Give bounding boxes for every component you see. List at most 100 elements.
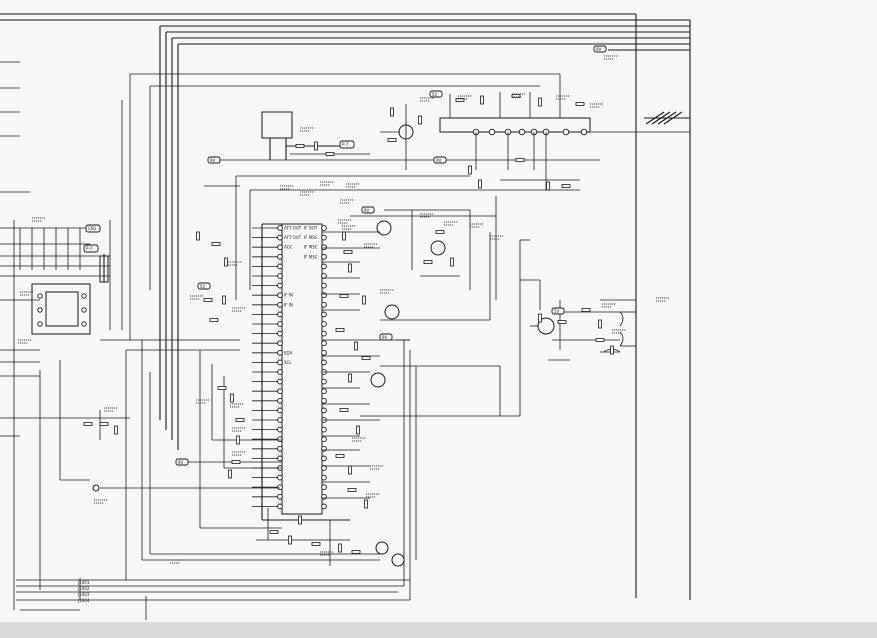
ic-pin-right (321, 225, 327, 231)
ic-pin-right (321, 455, 327, 462)
sync-section (322, 196, 530, 600)
resistor-symbol (339, 408, 349, 412)
power-tag-text: 9V (436, 158, 442, 163)
power-tag-9v-e: 9V (175, 458, 189, 466)
capacitor-symbol (364, 499, 368, 509)
ic-pin-name: IF IN (284, 302, 293, 307)
power-tag-9v-d: 9V (379, 333, 393, 341)
resistor-symbol (581, 308, 591, 312)
resistor-symbol (230, 393, 234, 403)
resistor-symbol (575, 102, 585, 106)
ic-pin-name: IF MSC (304, 235, 318, 240)
capacitor-symbol (598, 319, 602, 329)
ic-pin-right (321, 330, 327, 337)
resistor-symbol (480, 95, 484, 105)
resistor-symbol (288, 535, 292, 545)
ic-pin-name: AFT OUT (284, 235, 302, 240)
components (83, 94, 614, 554)
ic-pin-right (321, 484, 327, 491)
input-network (19, 73, 560, 580)
ic-pin-name: IF OUT (304, 226, 318, 231)
connector-tag-p7-a: P-7 (339, 140, 355, 149)
ic-pin-right (321, 503, 327, 510)
capacitor-symbol (423, 260, 433, 264)
resistor-symbol (595, 338, 605, 342)
ic-pin-right (321, 407, 327, 414)
footer-label: J1001 (77, 580, 90, 585)
footer-label: J1004 (77, 598, 90, 603)
resistor-symbol (610, 345, 614, 355)
ic-pin-right (321, 234, 327, 241)
resistor-symbol (468, 165, 472, 175)
ic-pin-name: IF IN (284, 293, 293, 298)
power-tag-text: 5V (554, 309, 560, 314)
capacitor-symbol (348, 373, 352, 383)
resistor-symbol (222, 295, 226, 305)
connector-tag-p7-b: P-7 (83, 244, 99, 253)
resistor-symbol (311, 542, 321, 546)
footer-label: J1003 (77, 592, 90, 597)
ic-pin-right (321, 474, 327, 481)
capacitor-symbol (335, 454, 345, 458)
ic-pin-name: SCL (284, 360, 292, 365)
resistor-symbol (114, 425, 118, 435)
ic-pin-right (321, 426, 327, 433)
resistor-symbol (362, 295, 366, 305)
capacitor-symbol (390, 107, 394, 117)
resistor-symbol (342, 231, 346, 241)
capacitor-symbol (557, 320, 567, 324)
connector-tag-text: P-7 (86, 246, 93, 251)
power-tag-9v-top: 9V (593, 45, 607, 53)
resistor-symbol (354, 341, 358, 351)
ic-pin-name: IF MSC (304, 245, 318, 250)
resistor-symbol (561, 184, 571, 188)
resistor-symbol (235, 418, 245, 422)
power-tag-5v: 5V (429, 90, 443, 98)
capacitor-symbol (203, 298, 213, 302)
ic-pin-right (321, 321, 327, 327)
power-tag-text: 9V (210, 158, 216, 163)
resistor-symbol (231, 460, 241, 464)
ic-pin-name: AGC (284, 245, 293, 250)
ic-pin-right (321, 436, 327, 443)
resistor-symbol (546, 181, 550, 191)
scanner-shadow (0, 622, 877, 638)
connector-tag-text: P-7 (342, 142, 349, 147)
capacitor-symbol (228, 469, 232, 479)
power-tag-9v-a: 9V (207, 156, 221, 164)
power-tag-9v-c: 9V (361, 206, 375, 214)
power-tag-5v-b: 5V (197, 282, 211, 290)
top-bus (0, 13, 691, 600)
ic-pin-name: SDA (284, 350, 293, 355)
resistor-symbol (356, 425, 360, 435)
resistor-symbol (361, 356, 371, 360)
power-tag-5v-c: 5V (551, 307, 565, 315)
capacitor-symbol (348, 263, 352, 273)
resistor-symbol (339, 294, 349, 298)
resistor-symbol (347, 488, 357, 492)
ic-pin-name: AFT OUT (284, 226, 302, 231)
ic-pin-right (321, 349, 327, 356)
resistor-symbol (236, 435, 240, 445)
power-tag-text: 9V (382, 335, 388, 340)
connector-tag-cn1: CN1 (85, 224, 101, 233)
capacitor-symbol (224, 257, 228, 267)
resistor-symbol (196, 231, 200, 241)
ic-pin-right (321, 397, 327, 404)
ic-pin-right (321, 388, 327, 395)
tuner-section (204, 74, 690, 300)
capacitor-symbol (83, 422, 93, 426)
capacitor-symbol (335, 328, 345, 332)
resistor-symbol (387, 138, 397, 142)
resistor-symbol (298, 515, 302, 525)
ic-pin-right (321, 378, 327, 385)
ic-pin-right (321, 340, 327, 347)
footer-label: J1002 (77, 586, 90, 591)
capacitor-symbol (269, 530, 279, 534)
footer-connectors: J1001 J1002 J1003 J1004 (77, 580, 90, 603)
capacitor-symbol (295, 144, 305, 148)
resistor-symbol (99, 422, 109, 426)
ic-pin-name: IF MSC (304, 254, 318, 259)
